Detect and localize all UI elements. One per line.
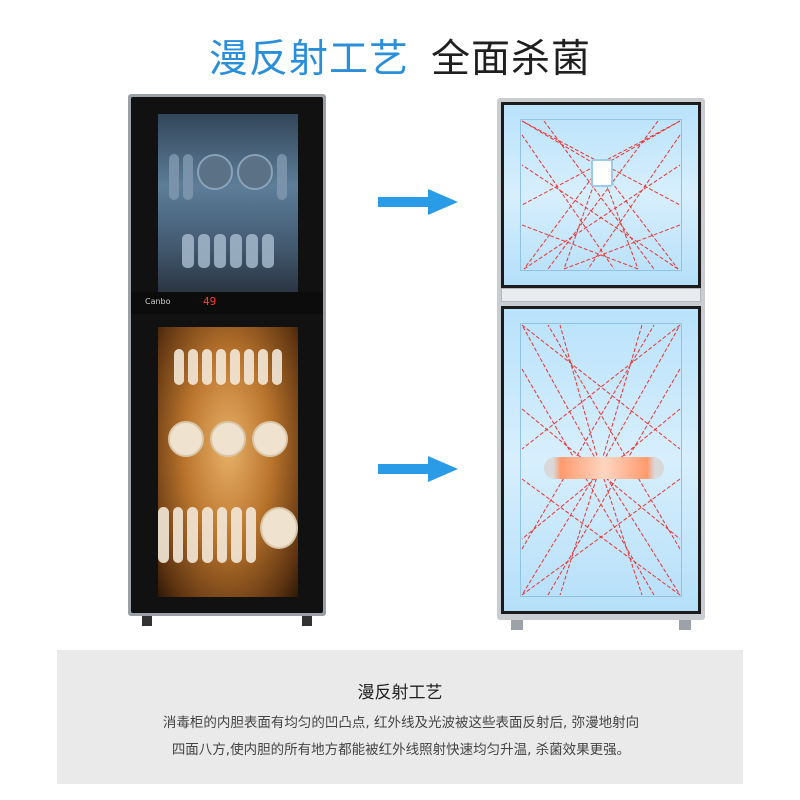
cup bbox=[169, 154, 179, 200]
diagram-panel bbox=[501, 288, 701, 302]
bowl bbox=[168, 421, 204, 457]
glass bbox=[214, 234, 226, 268]
glass bbox=[230, 234, 242, 268]
cup-row bbox=[158, 154, 298, 200]
bowl bbox=[237, 154, 273, 190]
plate bbox=[244, 349, 254, 385]
diagram-foot bbox=[679, 620, 691, 630]
lower-glass-window bbox=[158, 327, 299, 597]
upper-glass-window bbox=[158, 114, 298, 294]
diagram-lower-compartment bbox=[501, 306, 701, 614]
glass bbox=[182, 234, 194, 268]
cup bbox=[183, 154, 193, 200]
plate bbox=[216, 507, 228, 563]
plate bbox=[202, 349, 212, 385]
glass bbox=[262, 234, 274, 268]
brand-logo: Canbo bbox=[145, 297, 171, 306]
cabinet-photo: Canbo 49 bbox=[128, 94, 326, 626]
caption-box: 漫反射工艺 消毒柜的内胆表面有均匀的凹凸点, 红外线及光波被这些表面反射后, 弥… bbox=[57, 650, 743, 784]
reflection-rays-upper bbox=[521, 120, 681, 270]
plate bbox=[230, 349, 240, 385]
cabinet-foot bbox=[302, 616, 312, 626]
large-plate bbox=[260, 507, 299, 549]
plate bbox=[216, 349, 226, 385]
arrow-right-icon bbox=[378, 189, 458, 215]
glass bbox=[198, 234, 210, 268]
headline-primary: 漫反射工艺 bbox=[208, 37, 409, 82]
plate-row-bottom bbox=[158, 507, 299, 563]
plate bbox=[201, 507, 213, 563]
temperature-display: 49 bbox=[203, 295, 217, 308]
bowl bbox=[252, 421, 288, 457]
diagram-upper-compartment bbox=[501, 102, 701, 288]
plate bbox=[158, 507, 169, 563]
reflection-diagram bbox=[497, 98, 705, 630]
plate bbox=[187, 507, 198, 563]
diagram-foot bbox=[511, 620, 523, 630]
plate bbox=[172, 507, 184, 563]
plate-row-top bbox=[158, 349, 298, 385]
inner-liner bbox=[520, 119, 682, 271]
lower-compartment bbox=[131, 317, 323, 613]
caption-title: 漫反射工艺 bbox=[357, 683, 443, 703]
inner-liner bbox=[520, 323, 682, 597]
plate bbox=[174, 349, 184, 385]
infrared-heater-tube bbox=[544, 457, 664, 479]
plate bbox=[188, 349, 198, 385]
control-panel: Canbo 49 bbox=[131, 292, 323, 314]
glass-row bbox=[158, 234, 298, 268]
cabinet-foot bbox=[142, 616, 152, 626]
bowl-row bbox=[158, 421, 298, 457]
caption-body: 消毒柜的内胆表面有均匀的凹凸点, 红外线及光波被这些表面反射后, 弥漫地射向 四… bbox=[101, 710, 701, 764]
plate bbox=[245, 507, 257, 563]
arrow-right-icon bbox=[378, 456, 458, 482]
plate bbox=[272, 349, 282, 385]
upper-compartment bbox=[131, 97, 323, 392]
bowl bbox=[210, 421, 246, 457]
caption-line: 四面八方,使内胆的所有地方都能被红外线照射快速均匀升温, 杀菌效果更强。 bbox=[171, 742, 631, 758]
uv-lamp bbox=[591, 159, 613, 187]
bowl bbox=[197, 154, 233, 190]
plate bbox=[231, 507, 242, 563]
glass bbox=[246, 234, 258, 268]
headline: 漫反射工艺全面杀菌 bbox=[0, 28, 800, 84]
headline-secondary: 全面杀菌 bbox=[431, 37, 592, 82]
plate bbox=[258, 349, 268, 385]
caption-line: 消毒柜的内胆表面有均匀的凹凸点, 红外线及光波被这些表面反射后, 弥漫地射向 bbox=[162, 715, 640, 731]
cup bbox=[277, 154, 287, 200]
